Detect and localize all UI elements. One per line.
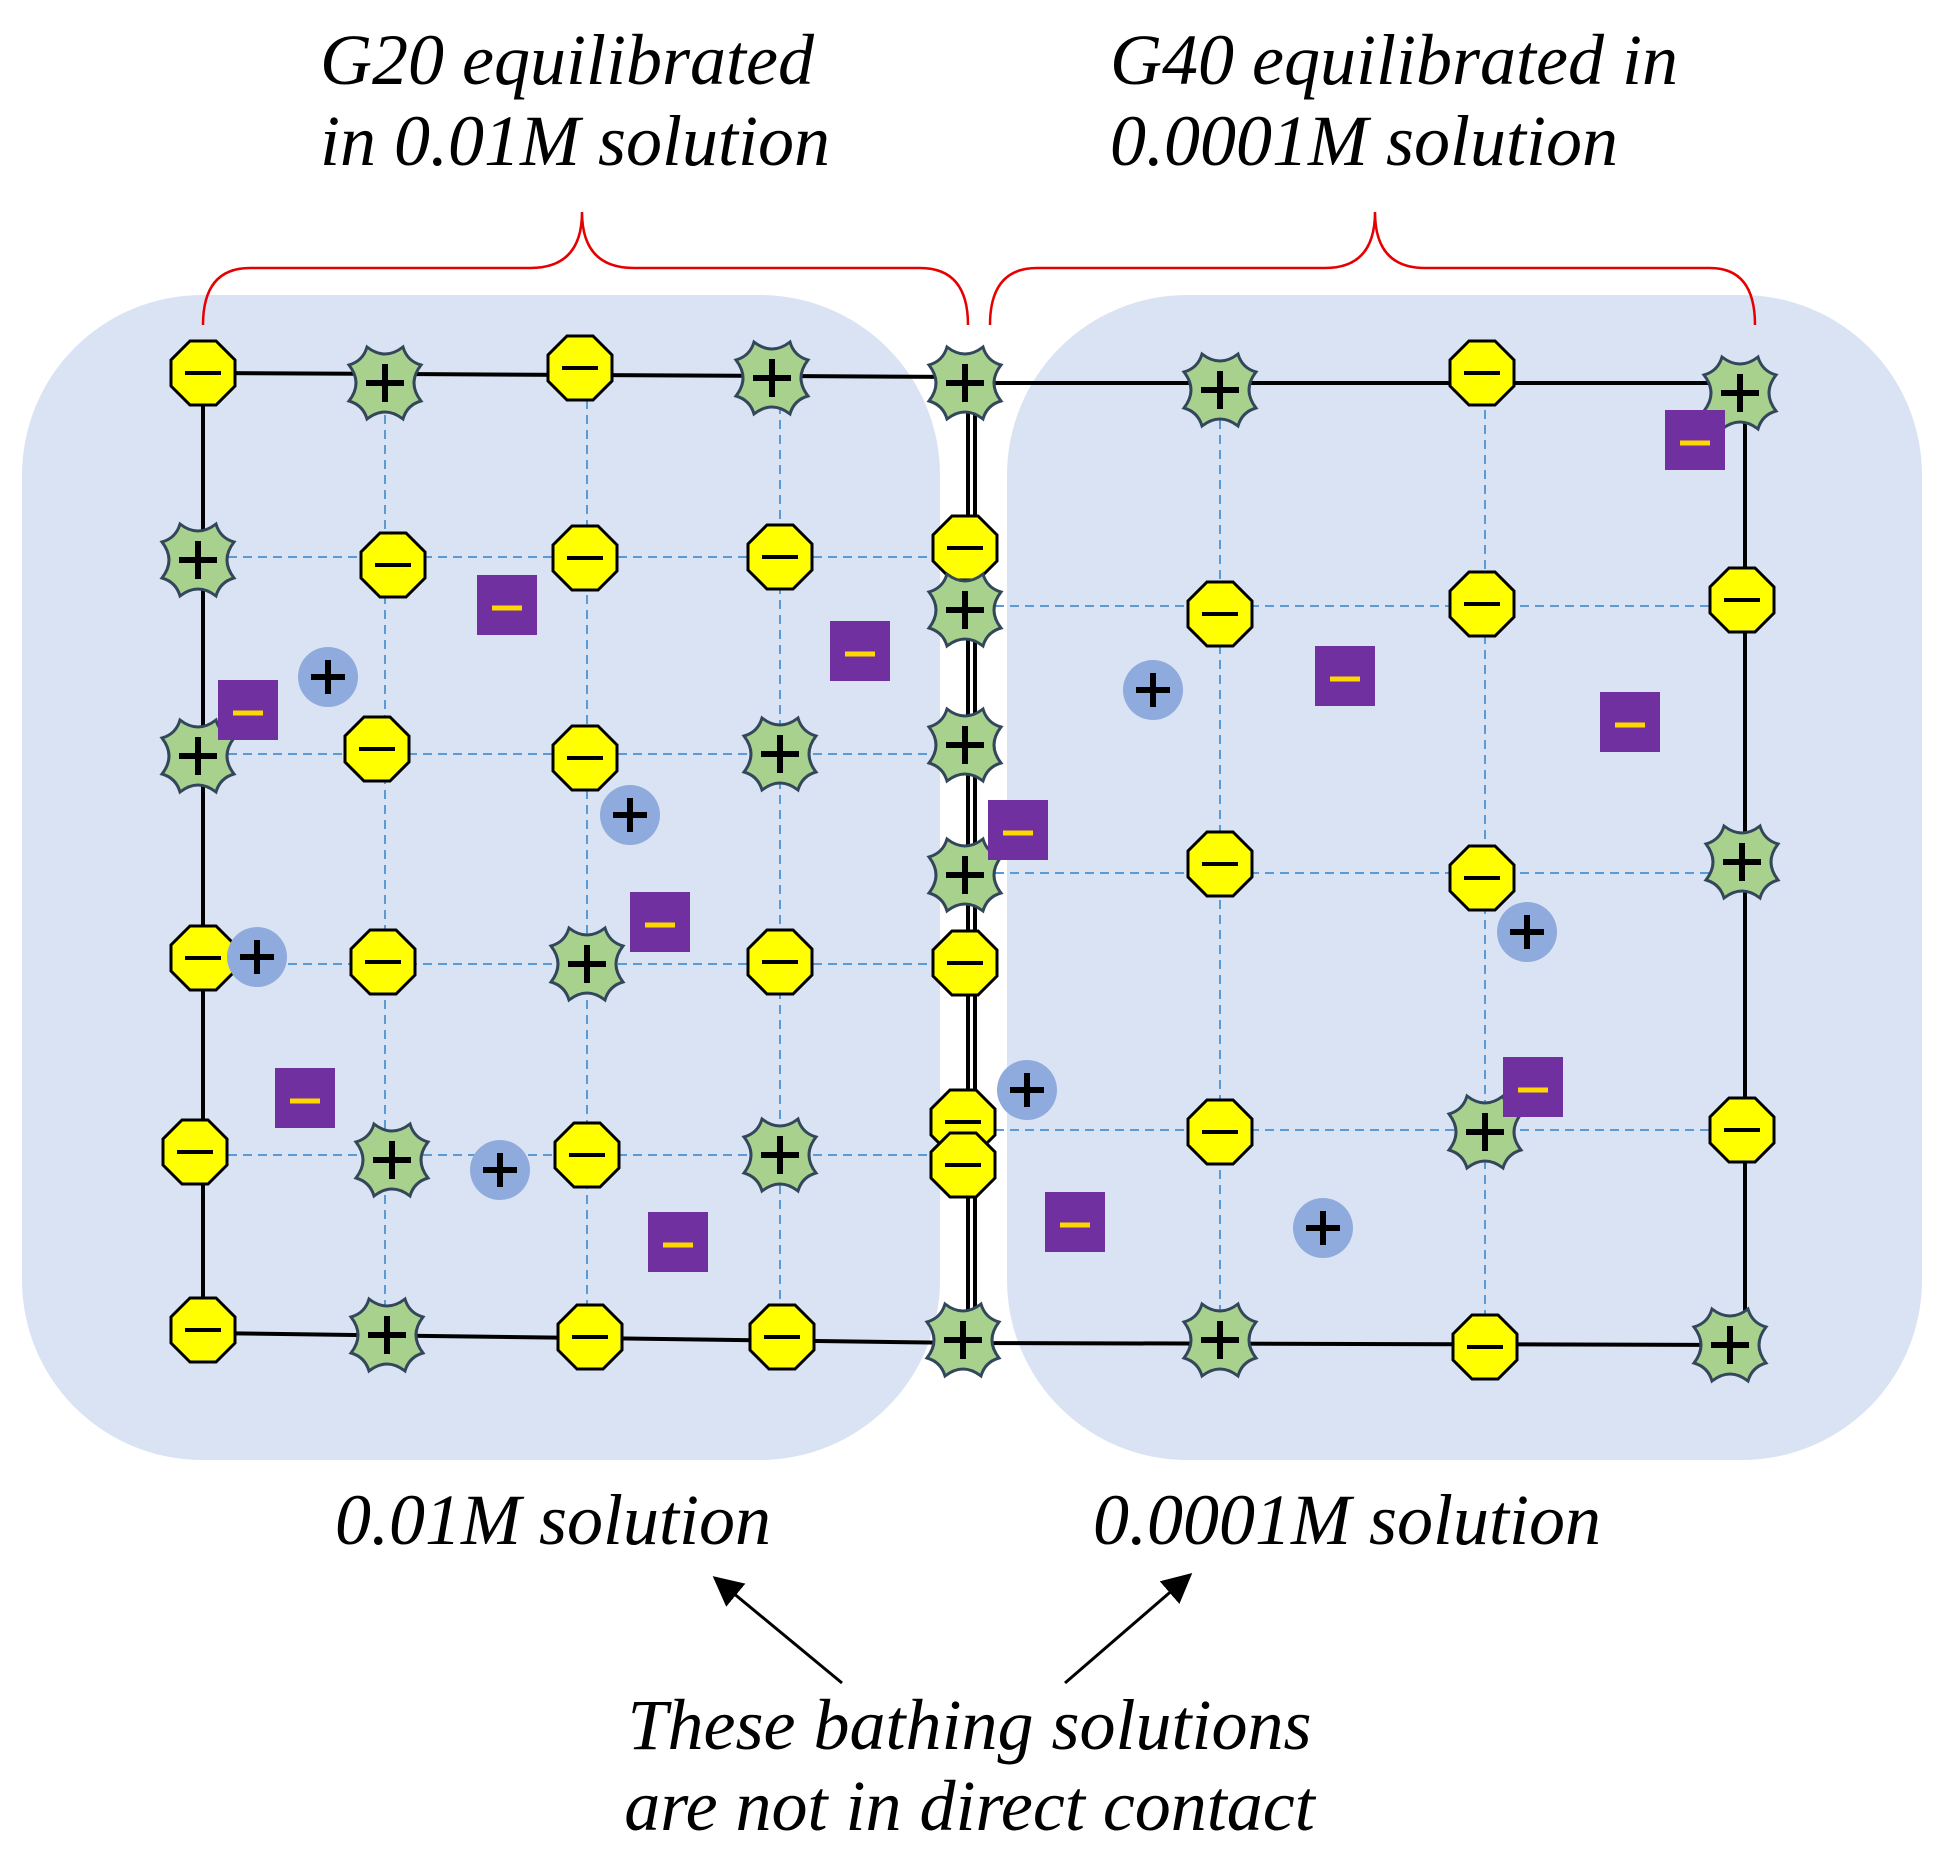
fixed-negative-charge-icon (931, 929, 999, 997)
mobile-negative-ion-icon (1045, 1192, 1105, 1252)
fixed-positive-charge-icon (1184, 354, 1256, 426)
fixed-negative-charge-icon (748, 1303, 816, 1371)
fixed-negative-charge-icon (169, 1296, 237, 1364)
fixed-negative-charge-icon (343, 715, 411, 783)
contact-note-line-1: These bathing solutions (627, 1685, 1312, 1765)
mobile-negative-ion-icon (275, 1068, 335, 1128)
right-solution-label: 0.0001M solution (1093, 1480, 1602, 1560)
fixed-positive-charge-icon (929, 347, 1001, 419)
fixed-negative-charge-icon (931, 514, 999, 582)
fixed-positive-charge-icon (162, 524, 234, 596)
contact-note-line-2: are not in direct contact (624, 1765, 1315, 1846)
fixed-negative-charge-icon (553, 1121, 621, 1189)
mobile-negative-ion-icon (830, 621, 890, 681)
left-gel-title-line-2: in 0.01M solution (320, 100, 831, 181)
mobile-positive-ion-icon (470, 1140, 530, 1200)
mobile-positive-ion-icon (1123, 660, 1183, 720)
mobile-positive-ion-icon (600, 785, 660, 845)
fixed-negative-charge-icon (1186, 830, 1254, 898)
fixed-positive-charge-icon (744, 1119, 816, 1191)
fixed-positive-charge-icon (929, 574, 1001, 646)
fixed-negative-charge-icon (169, 924, 237, 992)
fixed-negative-charge-icon (161, 1118, 229, 1186)
fixed-negative-charge-icon (746, 928, 814, 996)
fixed-negative-charge-icon (551, 524, 619, 592)
fixed-negative-charge-icon (1186, 1098, 1254, 1166)
mobile-negative-ion-icon (1503, 1057, 1563, 1117)
fixed-negative-charge-icon (359, 531, 427, 599)
mobile-positive-ion-icon (997, 1060, 1057, 1120)
mobile-negative-ion-icon (988, 800, 1048, 860)
fixed-negative-charge-icon (169, 339, 237, 407)
fixed-positive-charge-icon (551, 928, 623, 1000)
left-bathing-solution (22, 295, 940, 1460)
left-gel-title: G20 equilibrated in 0.01M solution (320, 20, 830, 181)
fixed-negative-charge-icon (1448, 339, 1516, 407)
mobile-positive-ion-icon (298, 647, 358, 707)
fixed-negative-charge-icon (1186, 580, 1254, 648)
mobile-negative-ion-icon (1665, 410, 1725, 470)
fixed-positive-charge-icon (929, 709, 1001, 781)
right-gel-title-line-2: 0.0001M solution (1110, 100, 1619, 181)
fixed-positive-charge-icon (351, 1299, 423, 1371)
fixed-positive-charge-icon (1706, 826, 1778, 898)
arrow-to-right-solution (1064, 1573, 1193, 1685)
fixed-negative-charge-icon (556, 1303, 624, 1371)
fixed-positive-charge-icon (349, 347, 421, 419)
mobile-negative-ion-icon (477, 575, 537, 635)
left-brace (201, 211, 970, 326)
mobile-negative-ion-icon (218, 680, 278, 740)
fixed-negative-charge-icon (1708, 1096, 1776, 1164)
fixed-positive-charge-icon (356, 1124, 428, 1196)
mobile-negative-ion-icon (1600, 692, 1660, 752)
left-gel-title-line-1: G20 equilibrated (320, 20, 814, 100)
fixed-negative-charge-icon (1448, 844, 1516, 912)
fixed-positive-charge-icon (927, 1304, 999, 1376)
fixed-negative-charge-icon (1448, 570, 1516, 638)
contact-note: These bathing solutions are not in direc… (0, 1685, 1939, 1846)
fixed-negative-charge-icon (546, 334, 614, 402)
right-gel-title-line-1: G40 equilibrated in (1110, 20, 1678, 100)
fixed-negative-charge-icon (929, 1131, 997, 1199)
fixed-positive-charge-icon (1184, 1304, 1256, 1376)
mobile-positive-ion-icon (227, 927, 287, 987)
mobile-negative-ion-icon (1315, 646, 1375, 706)
arrow-to-left-solution (712, 1576, 843, 1685)
fixed-negative-charge-icon (349, 928, 417, 996)
fixed-positive-charge-icon (744, 718, 816, 790)
mobile-negative-ion-icon (648, 1212, 708, 1272)
mobile-negative-ion-icon (630, 892, 690, 952)
fixed-negative-charge-icon (551, 724, 619, 792)
mobile-positive-ion-icon (1497, 902, 1557, 962)
fixed-negative-charge-icon (1451, 1313, 1519, 1381)
mobile-positive-ion-icon (1293, 1198, 1353, 1258)
left-solution-label: 0.01M solution (335, 1480, 772, 1560)
right-gel-title: G40 equilibrated in 0.0001M solution (1110, 20, 1678, 181)
fixed-positive-charge-icon (736, 342, 808, 414)
right-brace (988, 211, 1757, 326)
fixed-positive-charge-icon (1694, 1309, 1766, 1381)
fixed-negative-charge-icon (746, 523, 814, 591)
fixed-negative-charge-icon (1708, 566, 1776, 634)
